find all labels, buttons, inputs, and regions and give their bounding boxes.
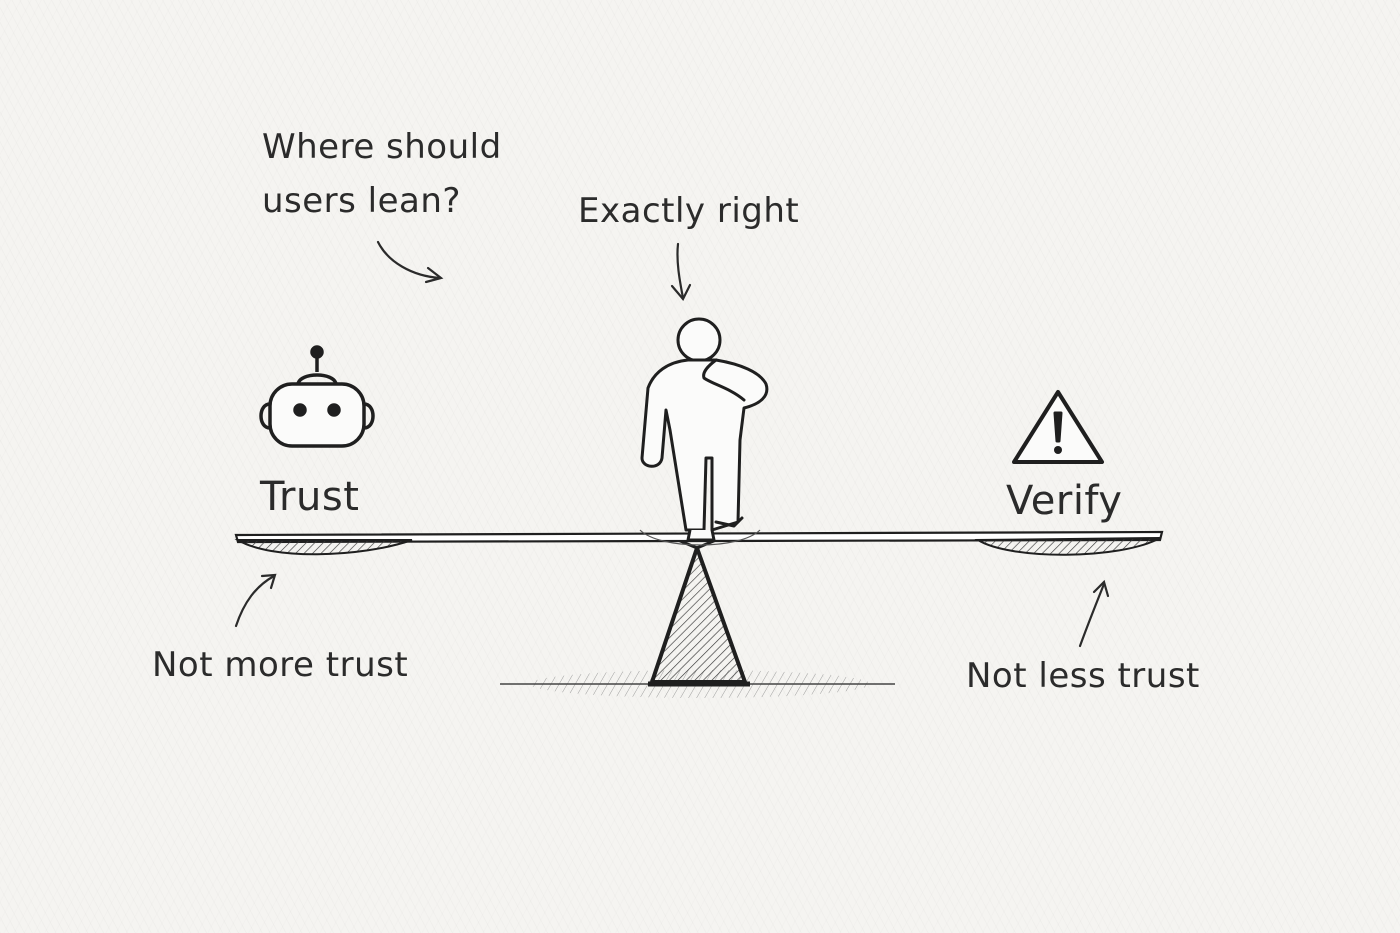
left-note-arrow bbox=[234, 573, 277, 628]
verify-label: Verify bbox=[1006, 478, 1123, 524]
center-annotation: Exactly right bbox=[578, 191, 800, 231]
question-arrow bbox=[376, 240, 444, 284]
right-note-arrow bbox=[1078, 579, 1110, 648]
center-arrow bbox=[670, 242, 692, 301]
trust-label: Trust bbox=[260, 474, 360, 520]
question-annotation: Where should users lean? bbox=[262, 127, 502, 221]
fulcrum bbox=[648, 538, 750, 687]
warning-icon bbox=[1012, 390, 1104, 464]
thinking-person-icon bbox=[640, 317, 769, 542]
robot-icon bbox=[259, 345, 375, 448]
arrows bbox=[234, 240, 1110, 648]
right-note: Not less trust bbox=[966, 656, 1200, 696]
left-note: Not more trust bbox=[152, 645, 409, 685]
